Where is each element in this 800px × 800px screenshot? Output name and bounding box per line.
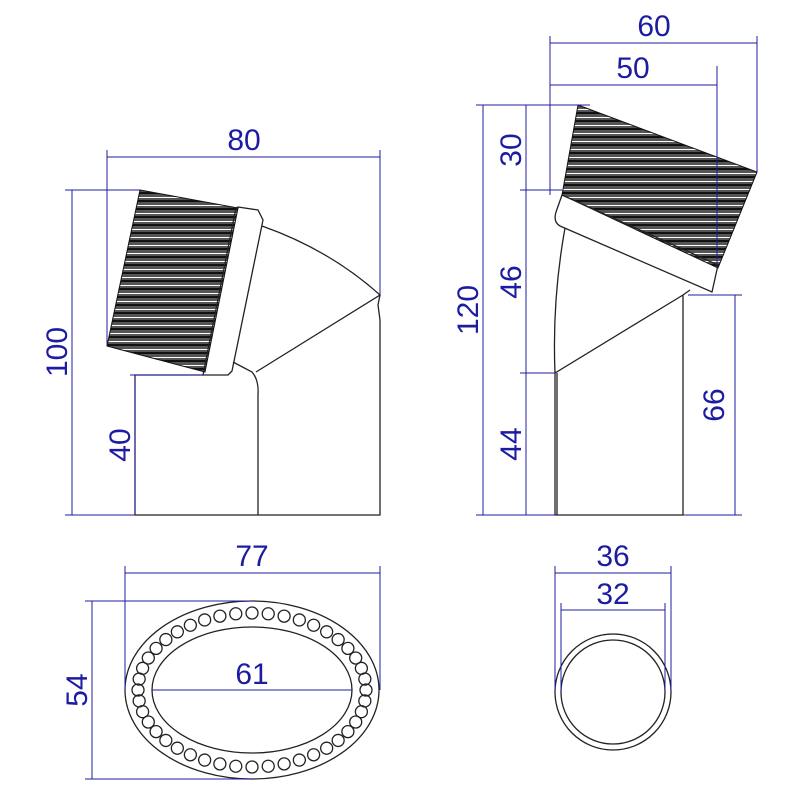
bristle-hole bbox=[131, 683, 145, 697]
dim-77: 77 bbox=[235, 540, 268, 573]
brush-collar-front bbox=[554, 194, 719, 293]
bristle-hole bbox=[170, 741, 184, 755]
dim-46: 46 bbox=[495, 265, 528, 298]
dim-120: 120 bbox=[452, 285, 485, 335]
brush-bristles bbox=[106, 189, 239, 373]
bristle-hole bbox=[331, 632, 345, 647]
bristle-hole bbox=[213, 757, 227, 771]
bristle-hole bbox=[306, 748, 321, 762]
bristle-hole bbox=[320, 741, 334, 755]
bristle-hole bbox=[149, 641, 163, 656]
brush-collar bbox=[202, 206, 264, 376]
bristle-hole bbox=[292, 753, 307, 767]
bristle-hole bbox=[277, 757, 291, 771]
bristle-hole bbox=[229, 607, 243, 621]
bristle-hole bbox=[354, 705, 369, 719]
bristle-hole bbox=[213, 609, 227, 623]
bristle-hole bbox=[197, 613, 212, 627]
bristle-hole bbox=[245, 606, 259, 620]
bristle-hole bbox=[159, 733, 173, 748]
bristle-hole bbox=[183, 618, 198, 632]
bristle-hole bbox=[331, 733, 345, 748]
bristle-hole bbox=[170, 625, 184, 639]
dim-30: 30 bbox=[495, 133, 528, 166]
tube-end-view: 36 32 bbox=[554, 540, 672, 751]
front-view-dimensions: 60 50 120 30 46 44 66 bbox=[452, 10, 758, 516]
bristle-hole bbox=[197, 753, 212, 767]
dim-66: 66 bbox=[698, 388, 731, 421]
bristle-hole bbox=[141, 651, 155, 665]
bristle-hole bbox=[159, 632, 173, 647]
bristle-hole bbox=[245, 760, 259, 774]
bristle-hole bbox=[277, 609, 291, 623]
brush-face-view: 77 54 61 bbox=[61, 540, 381, 780]
dim-36: 36 bbox=[596, 540, 629, 573]
bristle-hole bbox=[358, 672, 372, 686]
dim-100: 100 bbox=[41, 327, 74, 377]
front-view bbox=[553, 104, 758, 516]
dim-54: 54 bbox=[61, 673, 94, 706]
bristle-hole bbox=[141, 715, 155, 729]
bristle-hole bbox=[320, 625, 334, 639]
bristle-hole bbox=[359, 683, 373, 697]
bristle-hole bbox=[229, 759, 243, 773]
bristle-holes bbox=[131, 606, 373, 774]
bristle-hole bbox=[132, 694, 146, 708]
bristle-hole bbox=[341, 641, 355, 656]
bristle-hole bbox=[341, 724, 355, 739]
dim-44: 44 bbox=[495, 427, 528, 460]
bristle-hole bbox=[135, 661, 150, 675]
bristle-hole bbox=[149, 724, 163, 739]
bristle-hole bbox=[183, 748, 198, 762]
side-view-dimensions: 80 100 40 bbox=[41, 124, 381, 516]
bristle-hole bbox=[349, 715, 363, 729]
dim-80: 80 bbox=[227, 124, 260, 157]
brush-bristles-front bbox=[561, 104, 758, 269]
dim-60: 60 bbox=[637, 10, 670, 43]
dim-50: 50 bbox=[616, 52, 649, 85]
dim-61: 61 bbox=[235, 658, 268, 691]
dim-40: 40 bbox=[104, 428, 137, 461]
neck-front bbox=[553, 227, 691, 516]
bristle-hole bbox=[306, 618, 321, 632]
bristle-hole bbox=[349, 651, 363, 665]
bristle-hole bbox=[292, 613, 307, 627]
bristle-hole bbox=[261, 759, 275, 773]
bristle-hole bbox=[261, 607, 275, 621]
side-view bbox=[106, 189, 382, 516]
dim-32: 32 bbox=[596, 578, 629, 611]
